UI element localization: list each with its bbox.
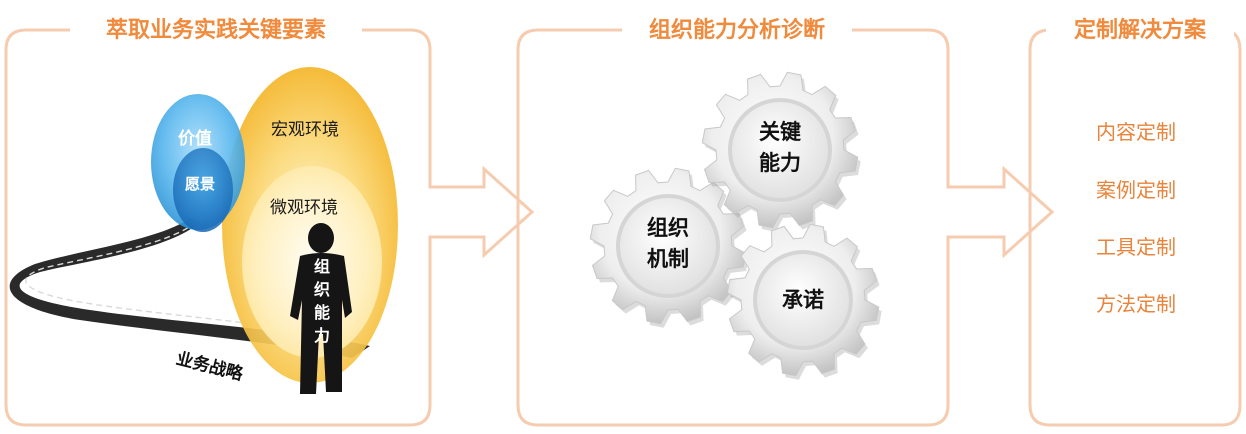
organization-ability-label: 组织能力 xyxy=(313,257,330,345)
macro-environment-label: 宏观环境 xyxy=(271,120,339,140)
solution-item-content: 内容定制 xyxy=(1096,120,1176,144)
left-panel-title: 萃取业务实践关键要素 xyxy=(70,14,362,48)
solution-item-tool: 工具定制 xyxy=(1096,235,1176,259)
panel-frame-left xyxy=(4,28,535,427)
right-panel-title: 定制解决方案 xyxy=(1046,14,1234,48)
value-label: 价值 xyxy=(178,129,212,149)
gear-commitment-label: 承诺 xyxy=(782,288,824,312)
gear-commitment xyxy=(726,223,882,380)
panel-frame-right xyxy=(1028,28,1242,427)
gear-org-mechanism-label: 组织 机制 xyxy=(647,216,689,271)
vision-ellipse xyxy=(173,148,233,232)
vision-label: 愿景 xyxy=(185,175,216,193)
person-silhouette xyxy=(290,223,352,394)
gear-group xyxy=(589,71,882,380)
solution-item-case: 案例定制 xyxy=(1096,178,1176,202)
panel-frame-middle xyxy=(516,28,1055,427)
solution-item-method: 方法定制 xyxy=(1096,292,1176,316)
gear-key-ability xyxy=(701,71,861,232)
micro-environment-label: 微观环境 xyxy=(270,198,338,218)
middle-panel-title: 组织能力分析诊断 xyxy=(622,14,852,48)
gear-key-ability-label: 关键 能力 xyxy=(759,120,801,175)
gear-org-mechanism xyxy=(589,167,749,328)
